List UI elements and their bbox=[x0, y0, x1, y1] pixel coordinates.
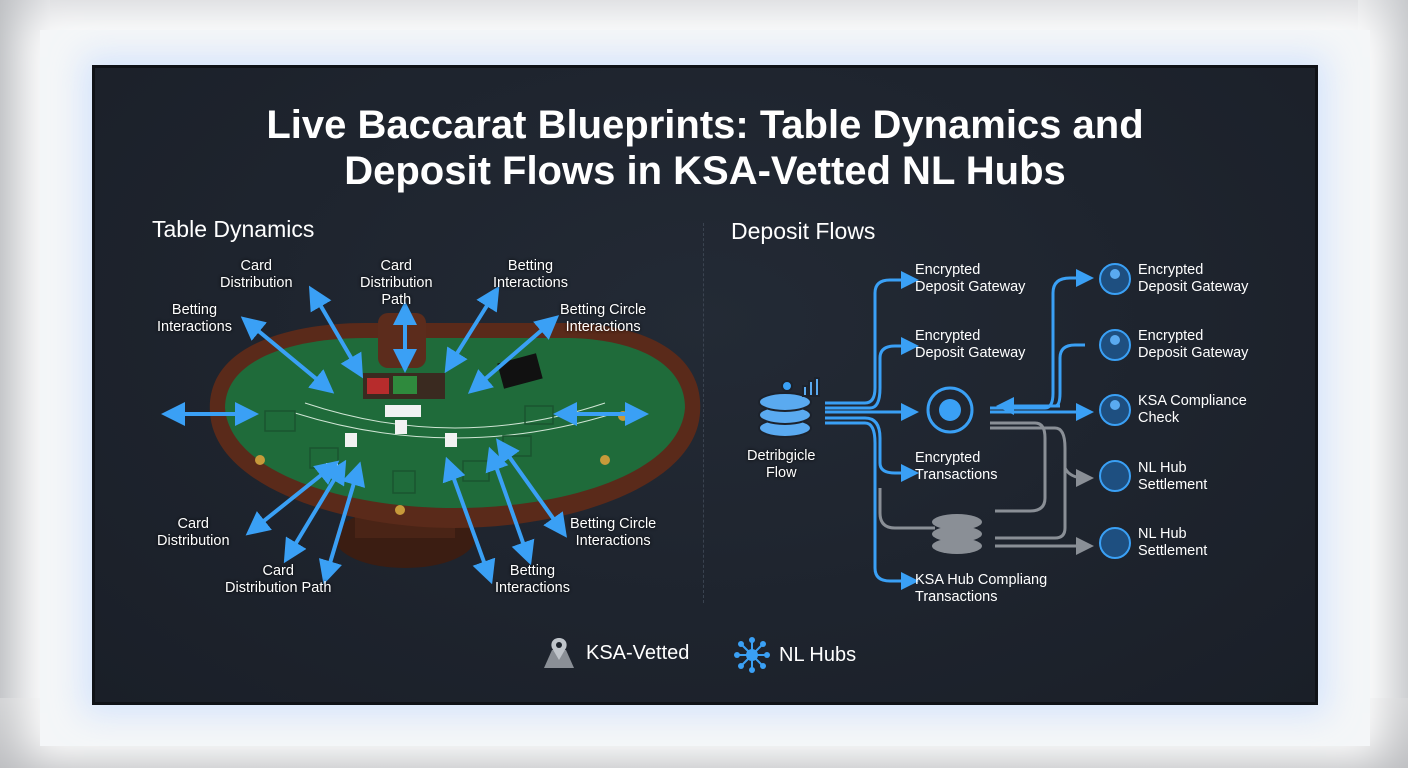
legend-ksa-vetted: KSA-Vetted bbox=[540, 636, 689, 670]
section-divider bbox=[703, 223, 704, 603]
deposit-flows-heading: Deposit Flows bbox=[731, 218, 876, 244]
source-database-icon bbox=[758, 377, 820, 438]
dealer-chair bbox=[378, 313, 426, 368]
table-dynamics-heading: Table Dynamics bbox=[152, 216, 315, 242]
encryption-hub-icon bbox=[926, 386, 974, 434]
legend-nl-hubs: NL Hubs bbox=[733, 636, 856, 674]
title-line-2: Deposit Flows in KSA-Vetted NL Hubs bbox=[344, 149, 1066, 193]
baccarat-table-illustration bbox=[161, 263, 1131, 590]
map-pin-icon bbox=[544, 638, 574, 668]
legend-label: KSA-Vetted bbox=[586, 641, 690, 664]
flow-lines-gray bbox=[878, 421, 1094, 555]
title-line-1: Live Baccarat Blueprints: Table Dynamics… bbox=[266, 103, 1144, 147]
right-node-icons bbox=[1099, 263, 1131, 559]
page-title: Live Baccarat Blueprints: Table Dynamics… bbox=[95, 102, 1315, 194]
legend-label: NL Hubs bbox=[779, 643, 857, 666]
database-stack-gray-icon bbox=[932, 514, 982, 554]
network-icon bbox=[734, 637, 770, 673]
display-screen: Live Baccarat Blueprints: Table Dynamics… bbox=[92, 65, 1318, 705]
flow-lines-blue bbox=[825, 269, 1094, 590]
